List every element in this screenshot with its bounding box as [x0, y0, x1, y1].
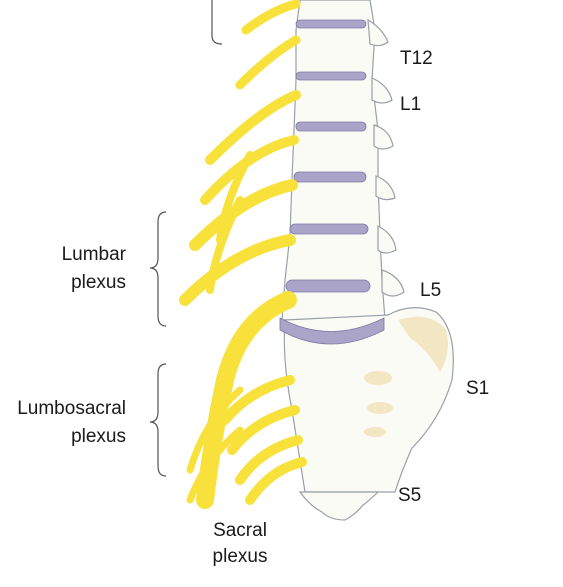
sacral-plexus-nerves: [186, 291, 307, 509]
spinal-nerves: [179, 0, 307, 509]
lumbosacral-plexus-label-line1: Lumbosacral: [17, 398, 126, 419]
thoracic-bracket: [211, 0, 223, 45]
sacral-plexus-label-line1: Sacral: [213, 520, 267, 541]
thoracic-nerves: [235, 0, 301, 90]
lumbar-plexus-label-line2: plexus: [71, 272, 126, 293]
sacral-plexus-label-line2: plexus: [212, 546, 268, 567]
label-l5: L5: [420, 280, 442, 301]
lumbosacral-plexus-label-line2: plexus: [71, 426, 126, 447]
lumbosacral-bracket: [149, 363, 167, 477]
label-l1: L1: [400, 94, 422, 115]
label-s1: S1: [466, 378, 490, 399]
label-t12: T12: [400, 48, 433, 69]
sacrum-shading: [364, 316, 448, 437]
lumbar-plexus-nerves: [179, 90, 301, 306]
lumbar-plexus-label-line1: Lumbar: [61, 244, 126, 265]
lumbar-bracket: [149, 211, 167, 327]
intervertebral-discs: [279, 19, 385, 345]
label-brackets: [149, 0, 223, 477]
label-s5: S5: [398, 485, 422, 506]
